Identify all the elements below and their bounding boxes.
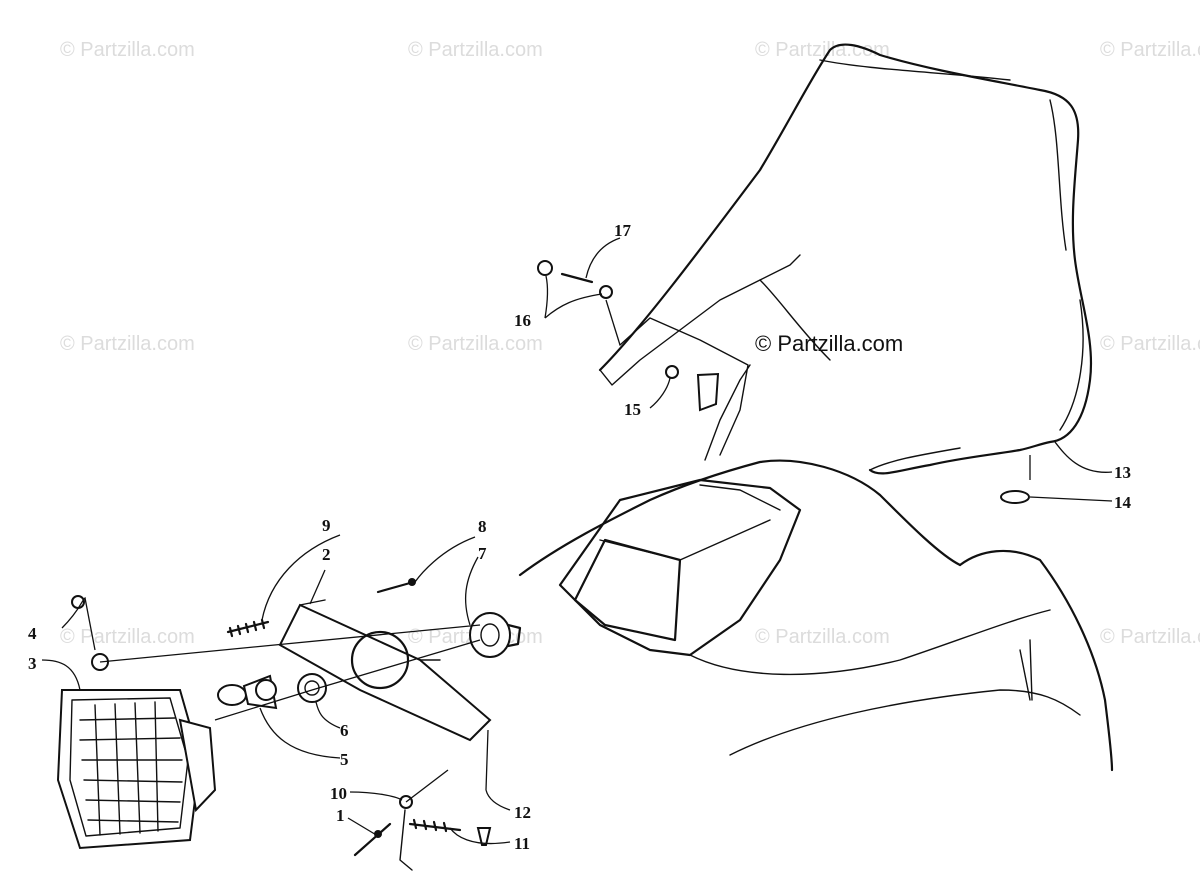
callout-15: 15 (624, 400, 641, 419)
socket (297, 673, 327, 703)
watermark: © Partzilla.com (60, 39, 195, 61)
grommet (469, 612, 522, 658)
callouts: 1 2 3 4 5 6 7 8 9 10 11 12 13 14 15 16 1… (28, 221, 1132, 853)
watermark: © Partzilla.com (1100, 626, 1200, 648)
hardware-lower (353, 795, 492, 871)
callout-3: 3 (28, 654, 37, 673)
callout-17: 17 (614, 221, 632, 240)
watermark: © Partzilla.com (408, 39, 543, 61)
callout-2: 2 (322, 545, 331, 564)
windshield (598, 43, 1093, 475)
callout-1: 1 (336, 806, 345, 825)
callout-10: 10 (330, 784, 347, 803)
leader-lines (41, 237, 1113, 845)
watermark: © Partzilla.com (755, 39, 890, 61)
watermark: © Partzilla.com (1100, 333, 1200, 355)
screw (376, 578, 416, 594)
callout-8: 8 (478, 517, 487, 536)
watermark: © Partzilla.com (755, 626, 890, 648)
watermark: © Partzilla.com (1100, 39, 1200, 61)
callout-16: 16 (514, 311, 531, 330)
callout-9: 9 (322, 516, 331, 535)
hood (518, 459, 1114, 772)
watermark: © Partzilla.com (408, 333, 543, 355)
callout-12: 12 (514, 803, 531, 822)
hardware-upper (537, 260, 1030, 504)
callout-13: 13 (1114, 463, 1131, 482)
watermark: © Partzilla.com (60, 333, 195, 355)
callout-7: 7 (478, 544, 487, 563)
main-watermark: © Partzilla.com (755, 331, 903, 356)
headlight (56, 653, 217, 850)
bulb (217, 674, 278, 710)
callout-6: 6 (340, 721, 349, 740)
watermark: © Partzilla.com (60, 626, 195, 648)
callout-11: 11 (514, 834, 530, 853)
callout-5: 5 (340, 750, 349, 769)
bracket (278, 599, 492, 742)
watermark-layer: © Partzilla.com © Partzilla.com © Partzi… (60, 39, 1200, 648)
callout-4: 4 (28, 624, 37, 643)
spring (226, 618, 270, 638)
callout-14: 14 (1114, 493, 1132, 512)
